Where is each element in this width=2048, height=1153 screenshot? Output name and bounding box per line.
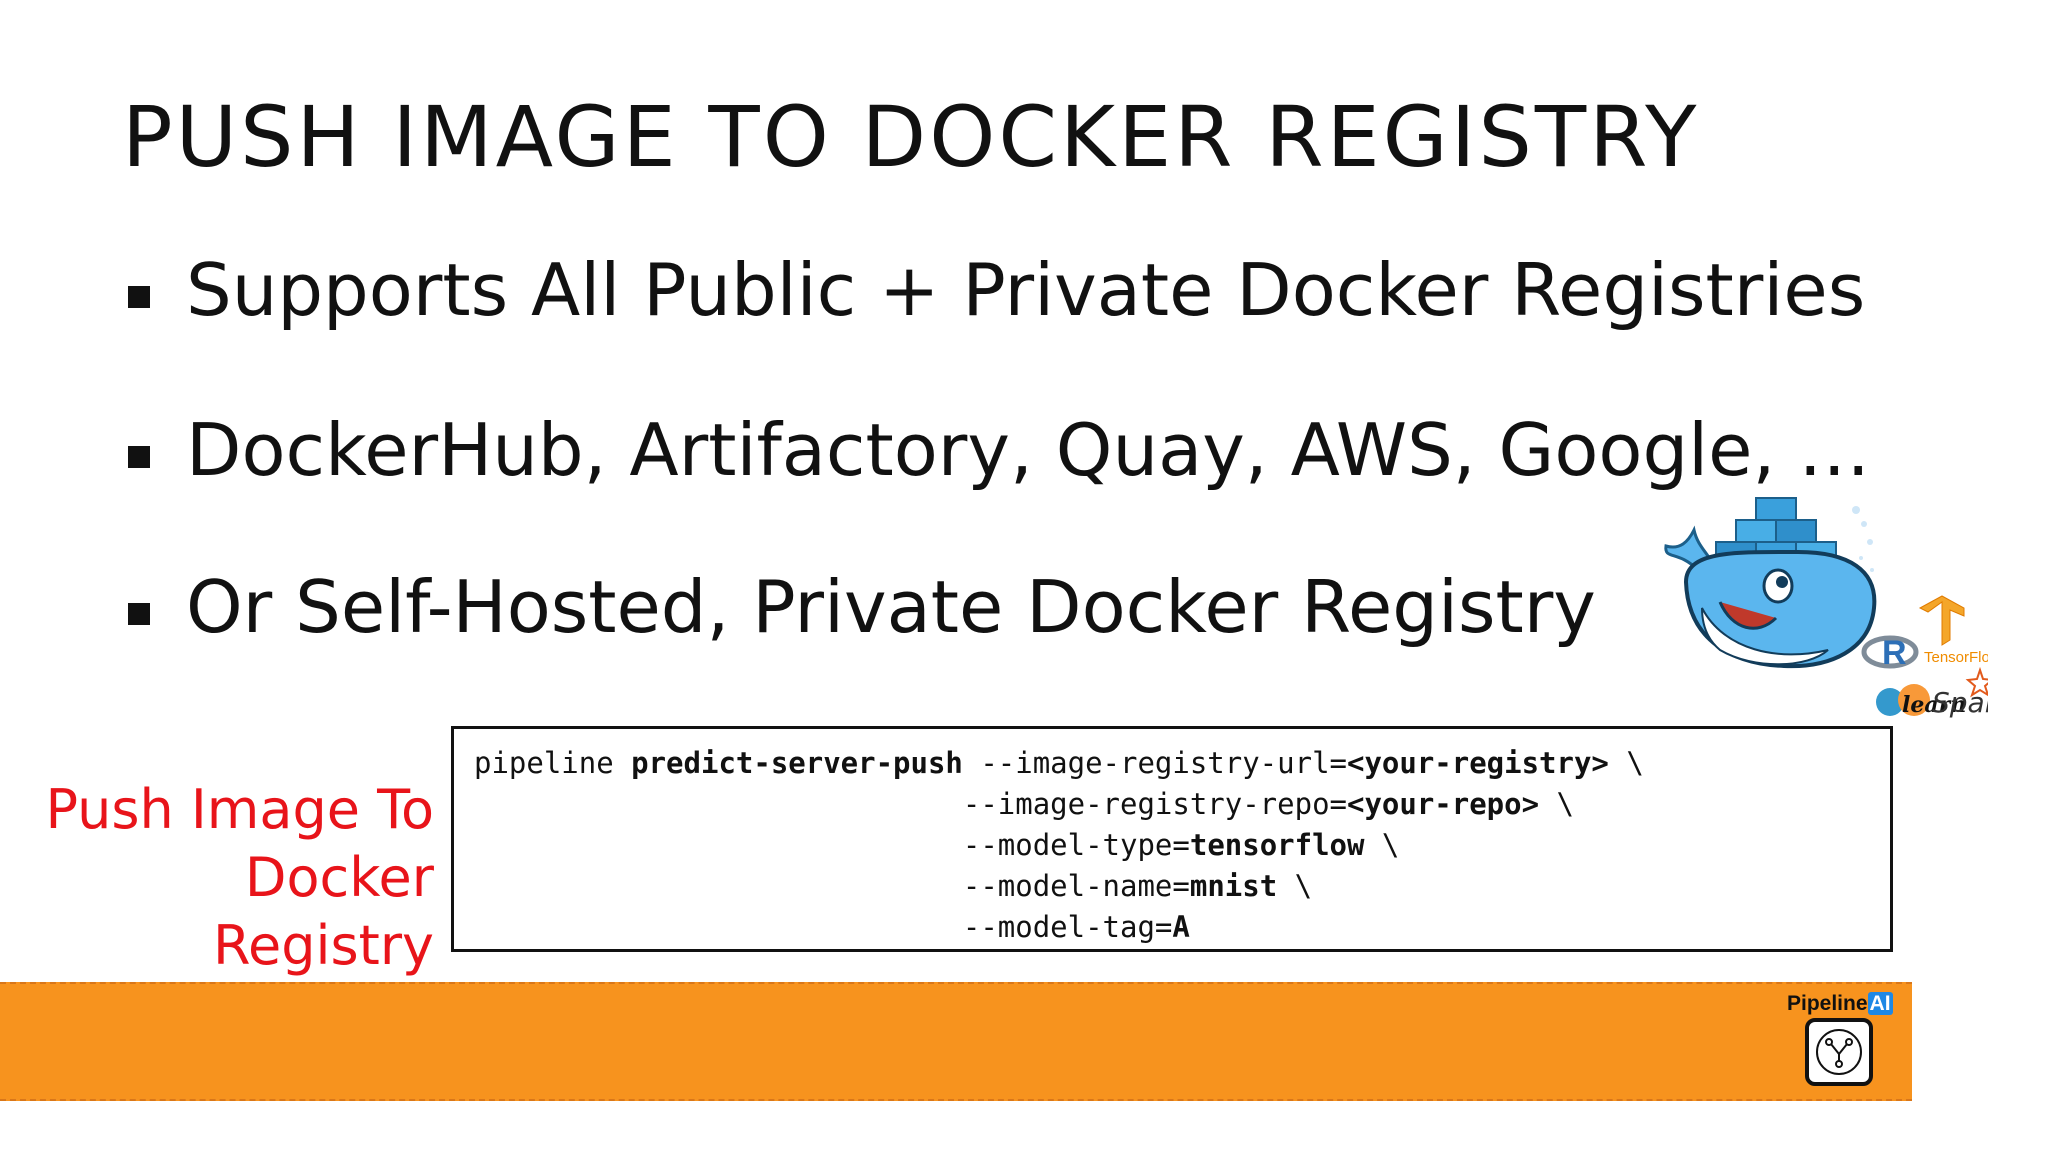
code-value: A xyxy=(1172,910,1190,944)
bullet-square-icon xyxy=(128,286,150,308)
code-value: <your-repo> xyxy=(1346,787,1540,821)
slide-title: PUSH IMAGE TO DOCKER REGISTRY xyxy=(122,88,1700,186)
pipelineai-logo: PipelineAI xyxy=(1787,990,1897,1090)
bullet-text: Supports All Public + Private Docker Reg… xyxy=(186,248,1866,332)
logo-text-pipeline: Pipeline xyxy=(1787,992,1868,1015)
code-option: --model-tag= xyxy=(962,910,1173,944)
docker-whale-icon: R TensorFlow learn Spark xyxy=(1664,497,1988,719)
code-continuation: \ xyxy=(1608,746,1644,780)
tensorflow-logo: TensorFlow xyxy=(1924,649,1988,666)
bullet-text: Or Self-Hosted, Private Docker Registry xyxy=(186,565,1596,649)
code-option: --image-registry-repo= xyxy=(962,787,1347,821)
code-indent xyxy=(474,869,963,903)
code-continuation: \ xyxy=(1277,869,1313,903)
logo-text-ai: AI xyxy=(1867,992,1893,1015)
code-option: --image-registry-url= xyxy=(962,746,1347,780)
push-image-label: Push Image To Docker Registry xyxy=(18,776,435,980)
code-value: tensorflow xyxy=(1189,828,1365,862)
code-option: --model-name= xyxy=(962,869,1190,903)
code-indent xyxy=(474,828,963,862)
code-indent xyxy=(474,910,963,944)
bullet-text: DockerHub, Artifactory, Quay, AWS, Googl… xyxy=(186,408,1871,492)
code-continuation: \ xyxy=(1539,787,1574,821)
pipelineai-logo-text: PipelineAI xyxy=(1787,992,1893,1016)
code-continuation: \ xyxy=(1364,828,1400,862)
pipeline-graph-icon xyxy=(1805,1018,1873,1086)
r-logo: R xyxy=(1882,634,1907,672)
code-text: pipeline predict-server-push --image-reg… xyxy=(474,743,1644,948)
push-image-label-line1: Push Image To xyxy=(45,778,435,841)
footer-band xyxy=(0,982,1912,1101)
code-block: pipeline predict-server-push --image-reg… xyxy=(451,726,1893,952)
sklearn-logo: learn xyxy=(1902,692,1966,718)
code-value: <your-registry> xyxy=(1346,746,1609,780)
bullet-square-icon xyxy=(128,603,150,625)
push-image-label-line2: Docker Registry xyxy=(212,846,434,977)
code-option: --model-type= xyxy=(962,828,1190,862)
code-indent xyxy=(474,787,963,821)
code-subcommand: predict-server-push xyxy=(631,746,963,780)
code-command: pipeline xyxy=(474,746,632,780)
code-value: mnist xyxy=(1189,869,1278,903)
bullet-square-icon xyxy=(128,446,150,468)
